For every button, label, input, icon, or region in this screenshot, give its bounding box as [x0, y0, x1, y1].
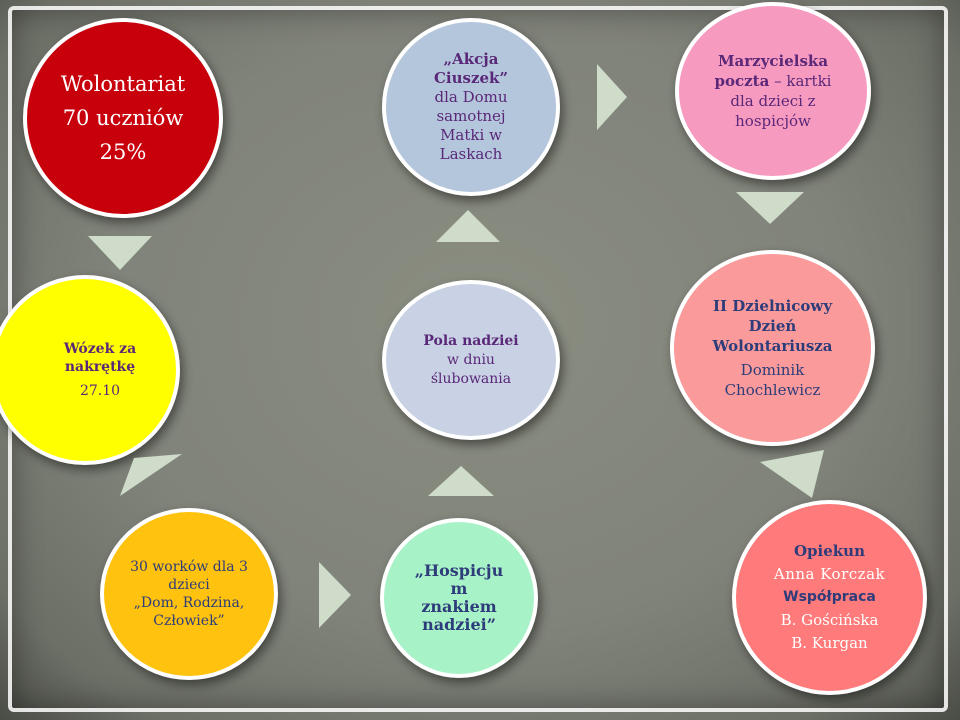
node-akcja-line3: dla Domu — [434, 88, 508, 106]
node-hospicjum-line2: m — [450, 579, 468, 598]
node-opiekun: Opiekun Anna Korczak Współpraca B. Gości… — [732, 500, 927, 695]
arrow-down-left — [88, 236, 152, 272]
node-akcja-ciuszek: „Akcja Ciuszek” dla Domu samotnej Matki … — [382, 18, 560, 196]
node-akcja-line2: Ciuszek” — [433, 69, 509, 87]
arrow-diagonal-right-bottom — [760, 450, 824, 500]
node-wozek-line2: nakrętkę — [64, 359, 136, 375]
arrow-up-middle-bottom — [428, 466, 494, 498]
node-marzycielska-line4: hospicjów — [735, 112, 811, 130]
node-hospicjum-line1: „Hospicju — [414, 561, 504, 580]
node-wolontariat-percent: 25% — [99, 140, 147, 164]
node-pola-line3: ślubowania — [430, 370, 512, 387]
node-marzycielska-line1: Marzycielska — [717, 52, 829, 70]
node-wolontariat-title: Wolontariat — [60, 72, 186, 96]
node-hospicjum-znakiem-nadziei: „Hospicju m znakiem nadziei” — [380, 518, 538, 678]
node-hospicjum-line3: znakiem — [421, 597, 497, 616]
node-30-workow: 30 worków dla 3 dzieci „Dom, Rodzina, Cz… — [100, 508, 278, 680]
node-hospicjum-line4: nadziei” — [422, 615, 496, 634]
node-dzien-line2: Dzień — [748, 317, 797, 335]
node-pola-line2: w dniu — [447, 351, 495, 368]
node-dzien-line5: Chochlewicz — [724, 381, 821, 399]
node-akcja-line5: Matki w — [440, 126, 502, 144]
node-wolontariat-count: 70 uczniów — [62, 106, 184, 130]
node-pola-nadziei: Pola nadziei w dniu ślubowania — [382, 280, 560, 440]
arrow-right-top — [597, 64, 629, 130]
node-worki-line4: Człowiek” — [153, 613, 225, 629]
node-pola-line1: Pola nadziei — [423, 332, 519, 349]
node-opiekun-title: Opiekun — [793, 542, 865, 560]
node-opiekun-name2: B. Gościńska — [780, 611, 879, 629]
node-marzycielska-line2-rest: – kartki — [769, 72, 832, 90]
node-worki-line2: dzieci — [168, 577, 210, 593]
node-worki-line3: „Dom, Rodzina, — [133, 595, 245, 611]
node-marzycielska-poczta: Marzycielska poczta – kartki dla dzieci … — [675, 2, 871, 180]
node-dzien-line4: Dominik — [740, 361, 805, 379]
node-opiekun-name: Anna Korczak — [773, 565, 886, 583]
node-dzien-line3: Wolontariusza — [712, 337, 833, 355]
node-opiekun-name3: B. Kurgan — [791, 634, 868, 652]
node-marzycielska-line2-bold: poczta — [714, 72, 770, 90]
node-wolontariat: Wolontariat 70 uczniów 25% — [23, 18, 223, 218]
node-marzycielska-line2: poczta – kartki — [715, 71, 832, 91]
node-wozek-line3: 27.10 — [79, 383, 121, 399]
node-akcja-line4: samotnej — [436, 107, 506, 125]
node-opiekun-cooperation: Współpraca — [783, 589, 876, 605]
node-wozek-za-nakretke: Wózek za nakrętkę 27.10 — [0, 275, 180, 465]
node-wozek-line1: Wózek za — [63, 341, 137, 357]
node-dzien-line1: II Dzielnicowy — [712, 297, 833, 315]
node-worki-line1: 30 worków dla 3 — [130, 559, 248, 575]
node-dzien-wolontariusza: II Dzielnicowy Dzień Wolontariusza Domin… — [670, 250, 875, 446]
arrow-up-middle-top — [436, 210, 500, 244]
arrow-diagonal-left-bottom — [120, 454, 182, 496]
node-akcja-line6: Laskach — [439, 145, 503, 163]
arrow-right-bottom — [319, 562, 353, 628]
arrow-down-right — [736, 192, 804, 226]
node-marzycielska-line3: dla dzieci z — [730, 92, 816, 110]
node-akcja-line1: „Akcja — [443, 50, 499, 68]
